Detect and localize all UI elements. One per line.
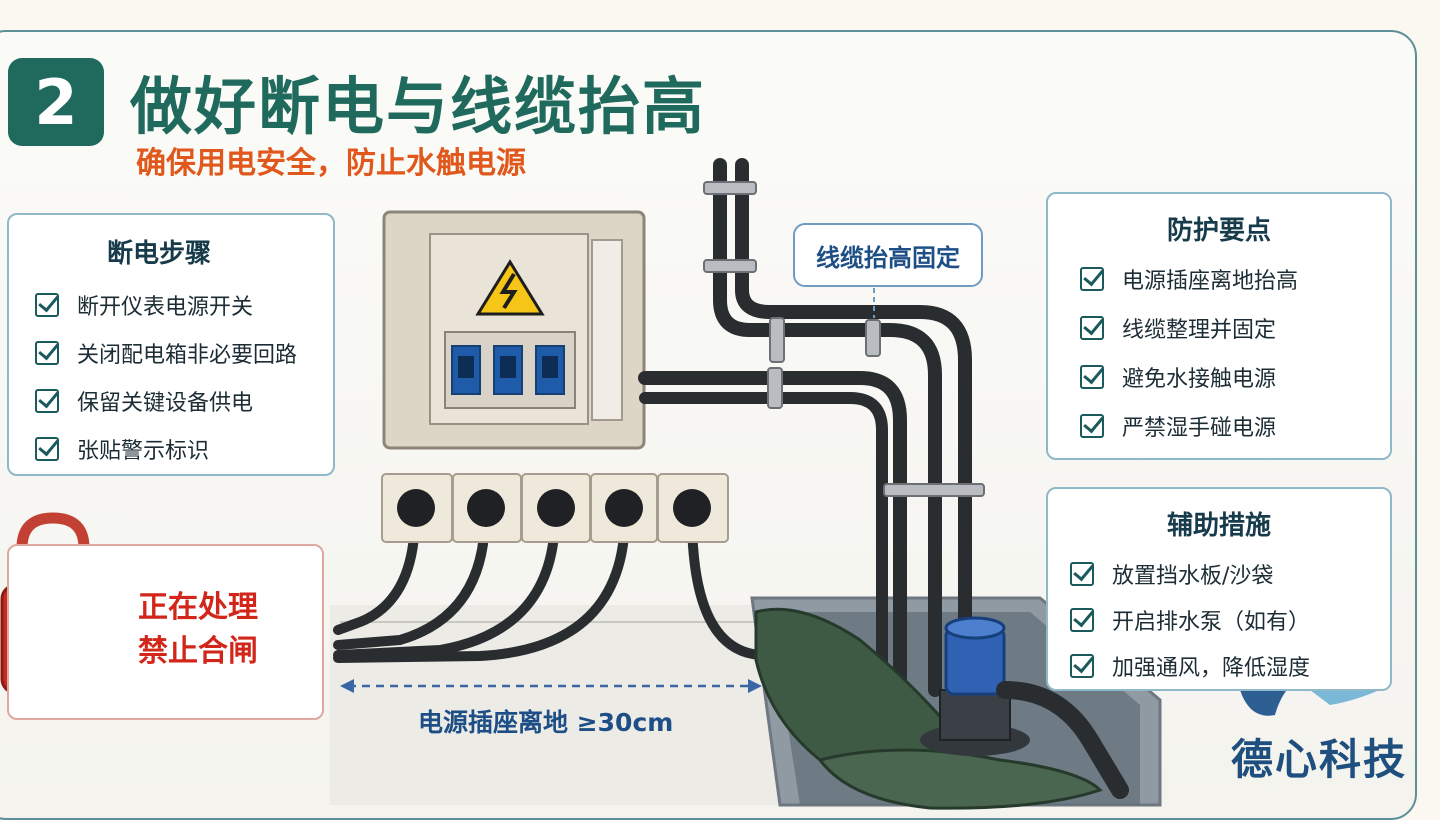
- protection-points-title: 防护要点: [1166, 216, 1271, 246]
- brand-name: 德心科技: [1231, 735, 1408, 784]
- socket-height-label: 电源插座离地 ≥30cm: [418, 708, 674, 737]
- list-item-label: 放置挡水板/沙袋: [1112, 564, 1274, 589]
- checkbox-checked-icon: [1080, 413, 1104, 438]
- page-title: 做好断电与线缆抬高: [130, 70, 707, 143]
- checkbox-checked-icon: [1070, 654, 1094, 678]
- checkbox-checked-icon: [1070, 608, 1094, 632]
- lockout-warning-text: 正在处理 禁止合闸: [138, 586, 258, 674]
- breaker-3: [535, 345, 565, 395]
- list-item: 避免水接触电源: [1080, 352, 1298, 401]
- list-item: 保留关键设备供电: [35, 377, 297, 425]
- list-item: 严禁湿手碰电源: [1080, 401, 1298, 450]
- sandbags: [754, 607, 1103, 810]
- list-item: 电源插座离地抬高: [1080, 254, 1298, 303]
- list-item: 开启排水泵（如有）: [1070, 597, 1310, 643]
- step-number-badge: 2: [8, 58, 104, 146]
- list-item-label: 保留关键设备供电: [77, 391, 254, 416]
- cable-clamps: [703, 181, 985, 497]
- list-item-label: 关闭配电箱非必要回路: [77, 343, 298, 368]
- list-item: 断开仪表电源开关: [35, 281, 297, 329]
- lockout-warning-line2: 禁止合闸: [138, 634, 258, 669]
- auxiliary-measures-panel: 辅助措施 放置挡水板/沙袋 开启排水泵（如有） 加强通风，降低湿度: [1046, 487, 1392, 691]
- list-item-label: 开启排水泵（如有）: [1112, 610, 1311, 635]
- water-pump: [920, 616, 1129, 799]
- list-item-label: 加强通风，降低湿度: [1112, 656, 1311, 681]
- list-item-label: 严禁湿手碰电源: [1122, 415, 1277, 441]
- list-item: 张贴警示标识: [35, 425, 297, 473]
- checkbox-checked-icon: [35, 437, 59, 461]
- list-item-label: 张贴警示标识: [77, 439, 210, 464]
- list-item: 关闭配电箱非必要回路: [35, 329, 297, 377]
- height-dimension-arrow: [340, 679, 762, 693]
- checkbox-checked-icon: [35, 341, 59, 365]
- auxiliary-measures-title: 辅助措施: [1166, 511, 1271, 541]
- list-item: 线缆整理并固定: [1080, 303, 1298, 352]
- checkbox-checked-icon: [1070, 562, 1094, 586]
- lockout-warning-panel: [7, 544, 324, 720]
- cable-elevation-callout: 线缆抬高固定: [793, 223, 983, 287]
- checkbox-checked-icon: [1080, 266, 1104, 291]
- list-item: 放置挡水板/沙袋: [1070, 551, 1310, 597]
- elevated-cables: [333, 158, 972, 697]
- lockout-warning-line1: 正在处理: [138, 590, 258, 625]
- page-subtitle: 确保用电安全，防止水触电源: [136, 146, 526, 181]
- list-item-label: 避免水接触电源: [1122, 366, 1277, 392]
- list-item-label: 线缆整理并固定: [1122, 317, 1277, 343]
- checkbox-checked-icon: [1080, 315, 1104, 340]
- protection-points-panel: 防护要点 电源插座离地抬高 线缆整理并固定 避免水接触电源 严禁湿手碰电源: [1046, 192, 1392, 460]
- high-voltage-icon: [475, 259, 545, 316]
- wall-sockets: [381, 473, 729, 543]
- list-item-label: 断开仪表电源开关: [77, 295, 254, 320]
- list-item: 加强通风，降低湿度: [1070, 643, 1310, 689]
- distribution-box: [382, 210, 646, 450]
- power-off-steps-title: 断电步骤: [106, 239, 211, 269]
- checkbox-checked-icon: [35, 293, 59, 317]
- checkbox-checked-icon: [35, 389, 59, 413]
- power-off-steps-panel: 断电步骤 断开仪表电源开关 关闭配电箱非必要回路 保留关键设备供电 张贴警示标识: [7, 213, 335, 476]
- list-item-label: 电源插座离地抬高: [1122, 268, 1299, 294]
- checkbox-checked-icon: [1080, 364, 1104, 389]
